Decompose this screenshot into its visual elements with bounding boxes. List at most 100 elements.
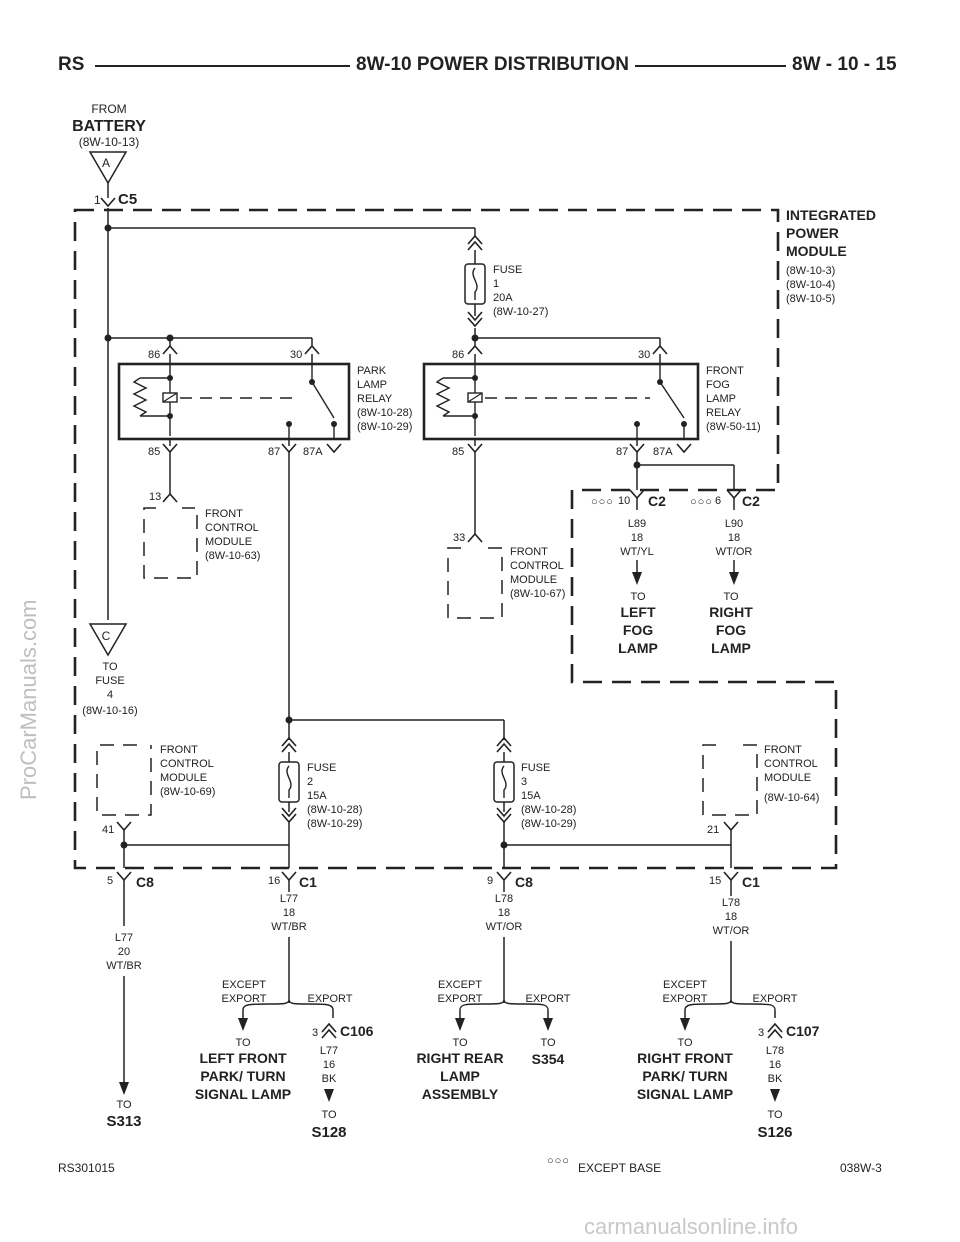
left-fog-lamp-circuit: ○○○ 10 C2 L89 18 WT/YL TO LEFT FOG LAMP — [591, 489, 666, 656]
svg-text:BK: BK — [768, 1073, 783, 1085]
svg-text:C2: C2 — [648, 493, 666, 509]
c5-pin: 1 — [94, 193, 101, 207]
fuse-3: FUSE 3 15A (8W-10-28) (8W-10-29) — [493, 737, 576, 830]
svg-text:20A: 20A — [493, 292, 513, 304]
svg-text:15: 15 — [709, 875, 721, 887]
svg-text:41: 41 — [102, 824, 114, 836]
svg-text:FRONT: FRONT — [706, 365, 744, 377]
svg-text:PARK: PARK — [357, 365, 387, 377]
c5-connector: C5 — [118, 191, 137, 208]
svg-text:5: 5 — [107, 875, 113, 887]
svg-text:21: 21 — [707, 824, 719, 836]
svg-text:WT/OR: WT/OR — [486, 921, 523, 933]
svg-text:WT/BR: WT/BR — [106, 960, 141, 972]
output-left-front-park-turn: 16 C1 L77 18 WT/BR EXCEPT EXPORT EXPORT … — [195, 871, 374, 1141]
svg-text:EXPORT: EXPORT — [662, 993, 707, 1005]
park-lamp-relay: 86 30 85 87 87A PARK LAMP — [117, 345, 412, 458]
svg-text:EXPORT: EXPORT — [437, 993, 482, 1005]
svg-text:PARK/ TURN: PARK/ TURN — [642, 1068, 727, 1084]
svg-text:TO: TO — [540, 1037, 556, 1049]
svg-text:3: 3 — [312, 1027, 318, 1039]
svg-text:L78: L78 — [766, 1045, 784, 1057]
svg-text:S128: S128 — [311, 1124, 346, 1141]
svg-text:C106: C106 — [340, 1023, 374, 1039]
svg-text:LEFT: LEFT — [621, 604, 656, 620]
svg-text:INTEGRATED: INTEGRATED — [786, 207, 876, 223]
svg-text:86: 86 — [148, 349, 160, 361]
svg-text:FOG: FOG — [706, 379, 730, 391]
source-battery-label: BATTERY — [72, 118, 146, 135]
front-control-module-41: FRONT CONTROL MODULE (8W-10-69) 41 — [96, 744, 215, 868]
header-page-number: 8W - 10 - 15 — [786, 54, 903, 76]
output-right-rear-lamp: 9 C8 L78 18 WT/OR EXCEPT EXPORT EXPORT T… — [416, 871, 571, 1102]
svg-text:MODULE: MODULE — [510, 574, 557, 586]
ipm-label: INTEGRATED POWER MODULE (8W-10-3) (8W-10… — [786, 207, 876, 305]
svg-text:EXPORT: EXPORT — [221, 993, 266, 1005]
svg-text:EXCEPT: EXCEPT — [438, 979, 482, 991]
svg-text:18: 18 — [283, 907, 295, 919]
svg-text:S354: S354 — [532, 1051, 565, 1067]
svg-text:RIGHT REAR: RIGHT REAR — [416, 1050, 503, 1066]
svg-text:WT/OR: WT/OR — [713, 925, 750, 937]
svg-text:POWER: POWER — [786, 225, 839, 241]
svg-text:TO: TO — [321, 1109, 337, 1121]
svg-text:C8: C8 — [136, 874, 154, 890]
watermark-bottom: carmanualsonline.info — [584, 1214, 799, 1239]
svg-text:CONTROL: CONTROL — [205, 522, 259, 534]
svg-text:WT/YL: WT/YL — [620, 546, 654, 558]
front-control-module-21: FRONT CONTROL MODULE (8W-10-64) 21 — [702, 744, 819, 868]
svg-text:MODULE: MODULE — [160, 772, 207, 784]
svg-text:(8W-10-5): (8W-10-5) — [786, 293, 835, 305]
svg-text:(8W-10-63): (8W-10-63) — [205, 550, 260, 562]
svg-text:(8W-10-29): (8W-10-29) — [357, 421, 412, 433]
svg-text:C1: C1 — [742, 874, 760, 890]
svg-text:(8W-10-29): (8W-10-29) — [307, 818, 362, 830]
output-right-front-park-turn: 15 C1 L78 18 WT/OR EXCEPT EXPORT EXPORT … — [637, 871, 820, 1141]
svg-text:C1: C1 — [299, 874, 317, 890]
svg-text:C: C — [102, 629, 111, 643]
svg-text:(8W-10-3): (8W-10-3) — [786, 265, 835, 277]
header-title: 8W-10 POWER DISTRIBUTION — [350, 54, 636, 76]
svg-text:(8W-10-29): (8W-10-29) — [521, 818, 576, 830]
svg-text:87: 87 — [616, 446, 628, 458]
svg-text:EXPORT: EXPORT — [307, 993, 352, 1005]
svg-text:C2: C2 — [742, 493, 760, 509]
svg-text:87: 87 — [268, 446, 280, 458]
svg-text:TO: TO — [116, 1099, 132, 1111]
svg-text:MODULE: MODULE — [786, 243, 847, 259]
svg-text:LAMP: LAMP — [357, 379, 387, 391]
svg-text:L90: L90 — [725, 518, 743, 530]
svg-text:TO: TO — [452, 1037, 468, 1049]
source-tag-triangle — [88, 151, 128, 185]
svg-text:13: 13 — [149, 491, 161, 503]
svg-text:C8: C8 — [515, 874, 533, 890]
svg-text:MODULE: MODULE — [764, 772, 811, 784]
svg-text:16: 16 — [268, 875, 280, 887]
svg-text:15A: 15A — [521, 790, 541, 802]
source-ref: (8W-10-13) — [79, 135, 139, 149]
svg-text:○○○: ○○○ — [690, 496, 713, 508]
svg-text:LAMP: LAMP — [711, 640, 751, 656]
svg-text:S313: S313 — [106, 1113, 141, 1130]
svg-text:6: 6 — [715, 495, 721, 507]
svg-text:RIGHT FRONT: RIGHT FRONT — [637, 1050, 733, 1066]
svg-text:33: 33 — [453, 532, 465, 544]
svg-text:LEFT FRONT: LEFT FRONT — [199, 1050, 287, 1066]
svg-text:CONTROL: CONTROL — [510, 560, 564, 572]
svg-text:FRONT: FRONT — [764, 744, 802, 756]
svg-text:L89: L89 — [628, 518, 646, 530]
svg-text:(8W-50-11): (8W-50-11) — [706, 421, 761, 433]
svg-text:30: 30 — [290, 349, 302, 361]
svg-text:BK: BK — [322, 1073, 337, 1085]
svg-text:S126: S126 — [757, 1124, 792, 1141]
svg-text:L77: L77 — [320, 1045, 338, 1057]
svg-text:15A: 15A — [307, 790, 327, 802]
svg-text:30: 30 — [638, 349, 650, 361]
source-tag-letter: A — [102, 156, 110, 170]
svg-text:CONTROL: CONTROL — [160, 758, 214, 770]
battery-source: FROM BATTERY (8W-10-13) A 1 C5 — [72, 102, 146, 208]
svg-text:(8W-10-64): (8W-10-64) — [764, 792, 819, 804]
svg-text:16: 16 — [323, 1059, 335, 1071]
svg-text:PARK/ TURN: PARK/ TURN — [200, 1068, 285, 1084]
svg-text:(8W-10-16): (8W-10-16) — [82, 705, 137, 717]
